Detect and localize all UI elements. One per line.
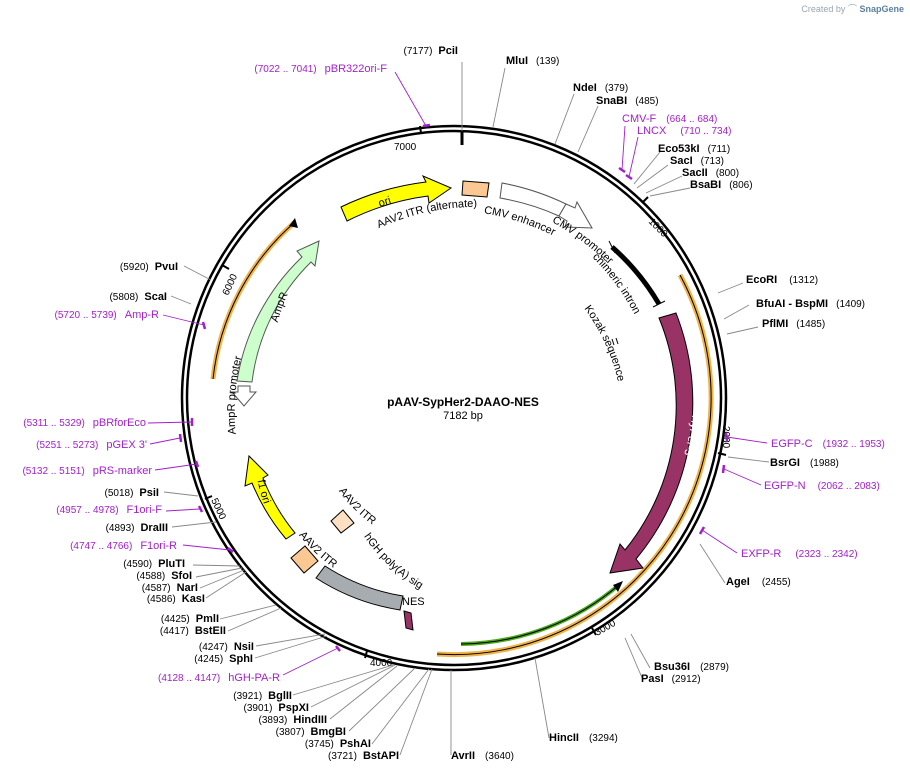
plasmid-title-block: pAAV-SypHer2-DAAO-NES 7182 bp (387, 395, 539, 422)
enzyme-label: BfuAI - BspMI(1409) (756, 298, 865, 310)
enzyme-label: AvrII(3640) (451, 750, 514, 762)
feature-kozak-sequence (611, 337, 619, 346)
enzyme-label: Eco53kI(711) (658, 143, 730, 155)
enzyme-label: (5018)PsiI (105, 487, 159, 499)
enzyme-leaders (163, 62, 770, 756)
enzyme-label: SacII(800) (682, 167, 739, 179)
primer-label: (5311 .. 5329)pBRforEco (23, 417, 146, 429)
enzyme-label: HincII(3294) (549, 732, 618, 744)
enzyme-label: MluI(139) (506, 55, 559, 67)
snapgene-credit: Created by ⌒ SnapGene (801, 2, 904, 15)
tick-marks (204, 125, 727, 659)
feature-hgh-polya (315, 565, 404, 611)
enzyme-label: EcoRI(1312) (746, 274, 818, 286)
enzyme-label: (7177)PciI (404, 45, 458, 57)
primer-label: CMV-F(664 .. 684) (622, 113, 717, 125)
tick-label: 7000 (394, 142, 417, 153)
feature-label-chimeric-intron: chimeric intron (590, 251, 642, 316)
feature-label-nes: NES (402, 596, 425, 608)
feature-chimeric-intron (608, 240, 666, 308)
primer-label: (7022 .. 7041)pBR322ori-F (254, 63, 387, 75)
enzyme-label: (4893)DraIII (106, 522, 168, 534)
feature-ori (340, 175, 453, 222)
enzyme-label: (4425)PmlI (161, 613, 219, 625)
snapgene-logo-icon: ⌒ (847, 4, 857, 14)
enzyme-label: (5920)PvuI (120, 261, 178, 273)
enzyme-label: (5808)ScaI (109, 291, 167, 303)
primer-label: (5132 .. 5151)pRS-marker (22, 465, 152, 477)
feature-label-kozak-sequence: Kozak sequence (582, 303, 627, 382)
feature-f1-ori (244, 454, 296, 540)
primer-labels: (7022 .. 7041)pBR322ori-F CMV-F(664 .. 6… (22, 63, 884, 684)
enzyme-label: (3745)PshAI (305, 738, 371, 750)
primer-leaders (147, 71, 768, 676)
tick-label: 3000 (593, 618, 618, 639)
feature-ampr-promoter (230, 375, 258, 407)
enzyme-labels: (7177)PciI MluI(139) NdeI(379) SnaBI(485… (105, 45, 866, 762)
primer-label: (4957 .. 4978)F1ori-F (56, 504, 162, 516)
enzyme-label: (4247)NsiI (199, 641, 254, 653)
backbone (180, 124, 728, 672)
feature-ampr (236, 240, 320, 383)
enzyme-label: (3921)BglII (233, 690, 292, 702)
feature-label-ori: ori (377, 195, 392, 210)
plasmid-length: 7182 bp (443, 410, 483, 422)
tick-label: 4000 (370, 658, 393, 669)
enzyme-label: (4245)SphI (194, 653, 253, 665)
primer-label: EGFP-C(1932 .. 1953) (771, 438, 885, 450)
enzyme-label: (3807)BmgBI (276, 726, 346, 738)
primer-label: (5251 .. 5273)pGEX 3' (36, 439, 147, 451)
enzyme-label: AgeI(2455) (726, 576, 791, 588)
enzyme-label: (3893)HindIII (258, 714, 327, 726)
enzyme-label: (4587)NarI (142, 582, 198, 594)
enzyme-label: (3901)PspXI (244, 702, 309, 714)
enzyme-label: PasI(2912) (641, 673, 701, 685)
primer-label: (4747 .. 4766)F1ori-R (70, 540, 177, 552)
enzyme-label: (4417)BstEII (160, 625, 226, 637)
primer-label: EGFP-N(2062 .. 2083) (764, 480, 880, 492)
enzyme-label: BsrGI(1988) (770, 457, 839, 469)
feature-nes (403, 610, 414, 631)
enzyme-label: SacI(713) (670, 155, 724, 167)
credit-brand: SnapGene (859, 4, 904, 14)
feature-aav2-itr-small (330, 509, 355, 534)
enzyme-label: Bsu36I(2879) (654, 661, 729, 673)
enzyme-label: NdeI(379) (573, 82, 628, 94)
primer-label: EXFP-R(2323 .. 2342) (741, 548, 858, 560)
enzyme-label: (4588)SfoI (136, 570, 192, 582)
primer-label: (4128 .. 4147)hGH-PA-R (158, 672, 280, 684)
credit-prefix: Created by (801, 4, 846, 14)
feature-aav2-itr (290, 545, 319, 574)
enzyme-label: (4590)PluTI (123, 558, 185, 570)
enzyme-label: (4586)KasI (147, 593, 205, 605)
orf-arcs (210, 218, 714, 658)
plasmid-name: pAAV-SypHer2-DAAO-NES (387, 395, 539, 409)
primer-label: (5720 .. 5739)Amp-R (55, 309, 160, 321)
enzyme-label: PflMI(1485) (762, 318, 825, 330)
feature-label-f1-ori: f1 ori (255, 479, 273, 506)
primer-label: LNCX(710 .. 734) (637, 125, 732, 137)
feature-cmv-promoter (558, 200, 593, 229)
enzyme-label: (3721)BstAPI (328, 750, 399, 762)
enzyme-label: BsaBI(806) (690, 179, 753, 191)
enzyme-label: SnaBI(485) (596, 95, 659, 107)
feature-hyper-3 (609, 312, 694, 574)
feature-aav2-itr-alternate (461, 180, 490, 198)
